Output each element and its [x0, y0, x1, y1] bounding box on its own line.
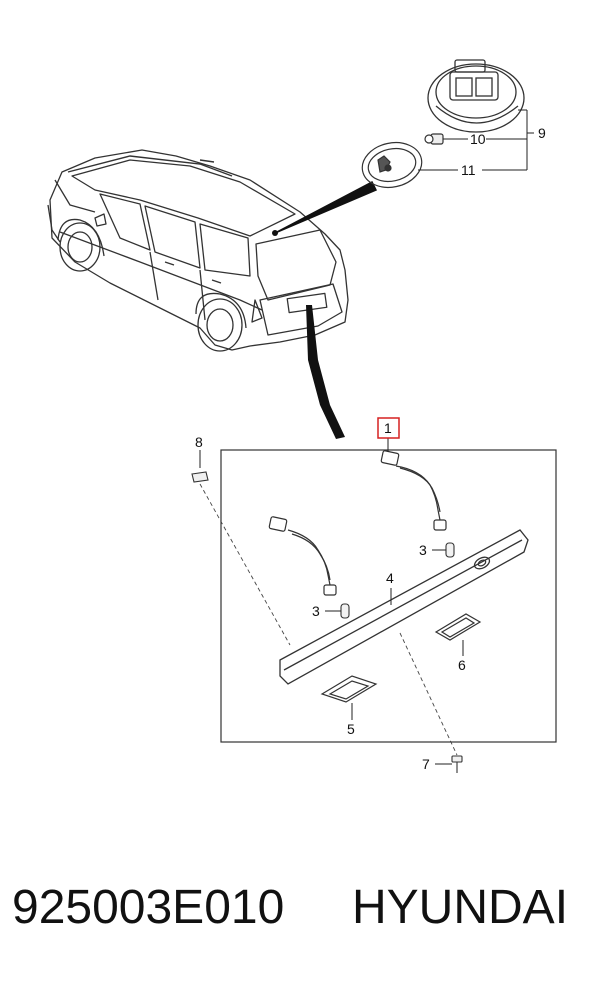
bulb-part-3-right [445, 542, 455, 558]
callout-lines-assembly [199, 438, 464, 765]
parts-diagram: 1 3 3 4 5 6 7 8 9 10 11 [47, 59, 557, 773]
roof-pointer-dot [272, 230, 278, 236]
vehicle-wheels [59, 222, 243, 352]
lens-part-11 [361, 141, 423, 189]
wiring-harness-left [268, 516, 337, 596]
callout-10: 10 [470, 131, 486, 147]
callout-8: 8 [195, 434, 203, 450]
bulb-part-10 [424, 133, 444, 145]
clip-part-8 [191, 471, 209, 483]
tailgate-pointer-leader [306, 305, 345, 439]
callout-7: 7 [422, 756, 430, 772]
licence-lamp-part-6 [434, 613, 482, 641]
brand-text: HYUNDAI [352, 881, 569, 934]
garnish-bar-part-4 [279, 529, 529, 685]
callout-1-highlight [377, 417, 400, 439]
callout-9: 9 [538, 125, 546, 141]
interior-lamp-assembly [427, 59, 525, 133]
wiring-harness-right [380, 450, 447, 531]
screw-part-7 [451, 755, 463, 773]
part-number-text: 925003E010 [12, 881, 285, 934]
bulb-part-3-left [340, 603, 350, 619]
licence-lamp-part-5 [320, 675, 378, 703]
assembly-dashed-lines [199, 483, 458, 756]
callout-4: 4 [386, 570, 394, 586]
assembly-frame [220, 449, 557, 743]
vehicle-illustration [47, 149, 349, 351]
roof-pointer-leader [274, 180, 378, 234]
callout-lines-9-10-11 [418, 109, 534, 171]
callout-5: 5 [347, 721, 355, 737]
callout-6: 6 [458, 657, 466, 673]
vehicle-roof-rails [67, 155, 233, 177]
callout-1: 1 [384, 420, 392, 436]
callout-3-left: 3 [312, 603, 320, 619]
callout-11: 11 [461, 162, 476, 178]
callout-3-right: 3 [419, 542, 427, 558]
